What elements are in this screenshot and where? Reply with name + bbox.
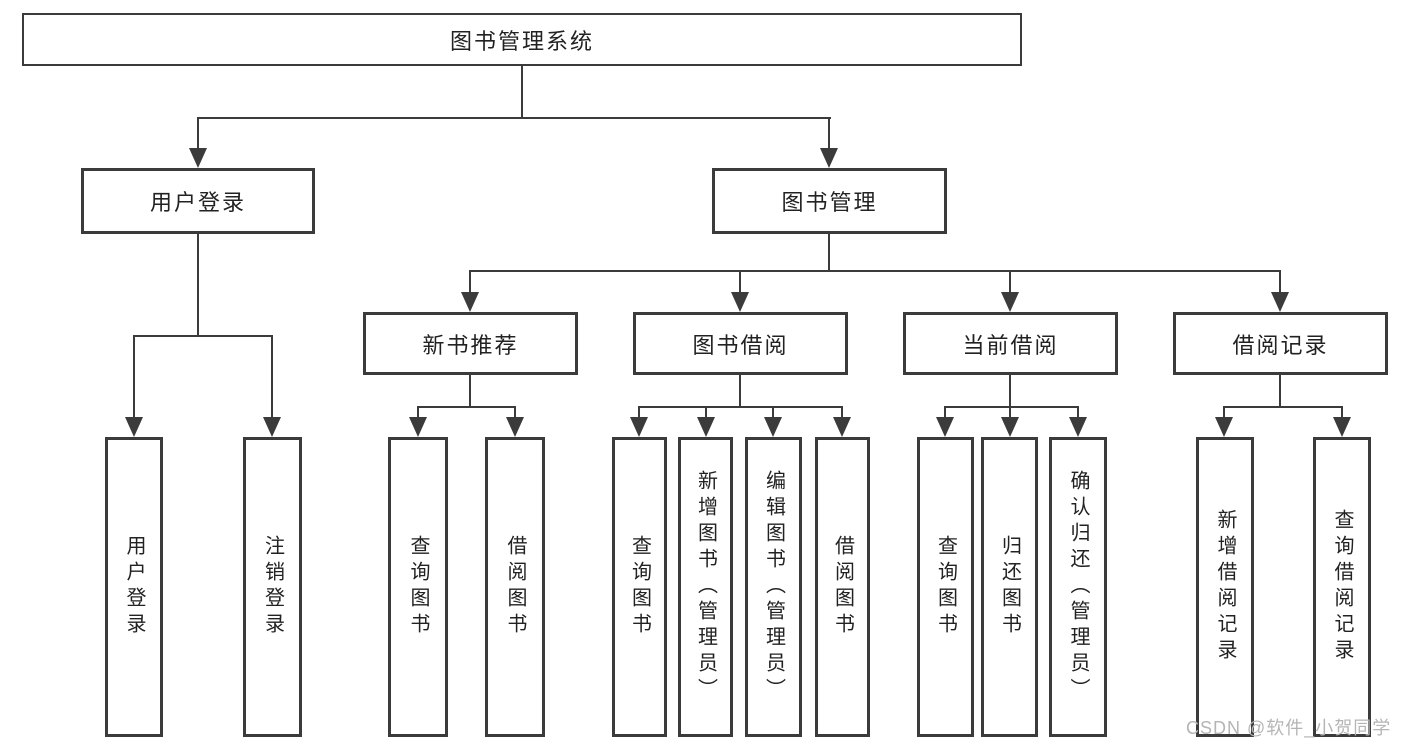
leaf-box-query-borrow-record: 查询借阅记录: [1313, 437, 1371, 737]
leaf-box-borrow-books-recommend: 借阅图书: [485, 437, 545, 737]
leaf-box-confirm-return-admin: 确认归还（管理员）: [1049, 437, 1107, 737]
connector-line: [197, 233, 199, 335]
node-label: 新增图书（管理员）: [694, 470, 717, 704]
arrow-down-icon: [1215, 417, 1233, 437]
arrow-down-icon: [1333, 417, 1351, 437]
connector-line: [1223, 406, 1225, 419]
arrow-down-icon: [731, 292, 749, 312]
node-label: 图书借阅: [692, 332, 789, 358]
leaf-box-borrow-books: 借阅图书: [815, 437, 870, 737]
connector-line: [417, 406, 419, 419]
leaf-box-return-book: 归还图书: [981, 437, 1038, 737]
node-box-user-login: 用户登录: [81, 168, 315, 234]
node-label: 用户登录: [149, 190, 246, 215]
arrow-down-icon: [764, 417, 782, 437]
node-label: 查询图书: [628, 535, 651, 639]
arrow-down-icon: [461, 292, 479, 312]
arrow-down-icon: [820, 148, 838, 168]
connector-line: [197, 117, 199, 149]
connector-line: [772, 406, 774, 419]
connector-line: [133, 335, 135, 419]
connector-line: [1279, 375, 1281, 408]
node-label: 图书管理系统: [449, 28, 594, 54]
connector-line: [469, 270, 471, 293]
leaf-box-add-book-admin: 新增图书（管理员）: [678, 437, 733, 737]
node-label: 借阅图书: [504, 535, 526, 639]
leaf-box-query-books-recommend: 查询图书: [388, 437, 448, 737]
connector-line: [739, 375, 741, 408]
connector-line: [469, 375, 471, 408]
node-label: 新增借阅记录: [1214, 509, 1236, 665]
arrow-down-icon: [189, 148, 207, 168]
node-label: 用户登录: [123, 535, 145, 639]
node-label: 查询图书: [407, 535, 429, 639]
connector-line: [197, 117, 831, 119]
arrow-down-icon: [630, 417, 648, 437]
node-label: 图书管理: [781, 190, 878, 215]
arrow-down-icon: [125, 417, 143, 437]
leaf-box-query-books-current: 查询图书: [917, 437, 974, 737]
arrow-down-icon: [1069, 417, 1087, 437]
node-box-library-system: 图书管理系统: [22, 13, 1022, 66]
connector-line: [828, 234, 830, 272]
node-label: 新书推荐: [422, 332, 519, 358]
connector-line: [469, 270, 1281, 272]
connector-line: [1077, 406, 1079, 419]
node-box-book-borrow: 图书借阅: [633, 312, 848, 375]
leaf-box-add-borrow-record: 新增借阅记录: [1196, 437, 1254, 737]
node-box-new-book-recommend: 新书推荐: [363, 312, 578, 375]
node-label: 查询借阅记录: [1331, 509, 1353, 665]
connector-line: [739, 270, 741, 293]
node-label: 归还图书: [998, 535, 1021, 639]
connector-line: [705, 406, 707, 419]
watermark: CSDN @软件_小贺同学: [1186, 718, 1392, 738]
arrow-down-icon: [833, 417, 851, 437]
node-box-book-management: 图书管理: [712, 168, 947, 234]
arrow-down-icon: [1001, 417, 1019, 437]
leaf-box-query-books-borrow: 查询图书: [612, 437, 667, 737]
connector-line: [828, 117, 830, 149]
connector-line: [417, 406, 516, 408]
connector-line: [638, 406, 843, 408]
connector-line: [514, 406, 516, 419]
connector-line: [521, 66, 523, 117]
connector-line: [1009, 406, 1011, 419]
connector-line: [638, 406, 640, 419]
node-label: 当前借阅: [962, 332, 1059, 358]
leaf-box-user-login: 用户登录: [105, 437, 163, 737]
arrow-down-icon: [697, 417, 715, 437]
arrow-down-icon: [936, 417, 954, 437]
connector-line: [1009, 270, 1011, 293]
node-label: 编辑图书（管理员）: [762, 470, 785, 704]
node-label: 确认归还（管理员）: [1067, 470, 1089, 704]
connector-line: [1223, 406, 1343, 408]
arrow-down-icon: [1001, 292, 1019, 312]
connector-line: [944, 406, 946, 419]
node-label: 借阅记录: [1232, 332, 1329, 358]
connector-line: [271, 335, 273, 419]
node-box-borrow-records: 借阅记录: [1173, 312, 1388, 375]
connector-line: [944, 406, 1079, 408]
arrow-down-icon: [506, 417, 524, 437]
arrow-down-icon: [263, 417, 281, 437]
node-box-current-borrow: 当前借阅: [903, 312, 1118, 375]
leaf-box-logout: 注销登录: [243, 437, 302, 737]
connector-line: [1341, 406, 1343, 419]
leaf-box-edit-book-admin: 编辑图书（管理员）: [745, 437, 802, 737]
connector-line: [133, 335, 273, 337]
arrow-down-icon: [409, 417, 427, 437]
connector-line: [1009, 375, 1011, 408]
node-label: 借阅图书: [831, 535, 854, 639]
node-label: 查询图书: [934, 535, 957, 639]
node-label: 注销登录: [261, 535, 284, 639]
arrow-down-icon: [1271, 292, 1289, 312]
connector-line: [1279, 270, 1281, 293]
connector-line: [841, 406, 843, 419]
